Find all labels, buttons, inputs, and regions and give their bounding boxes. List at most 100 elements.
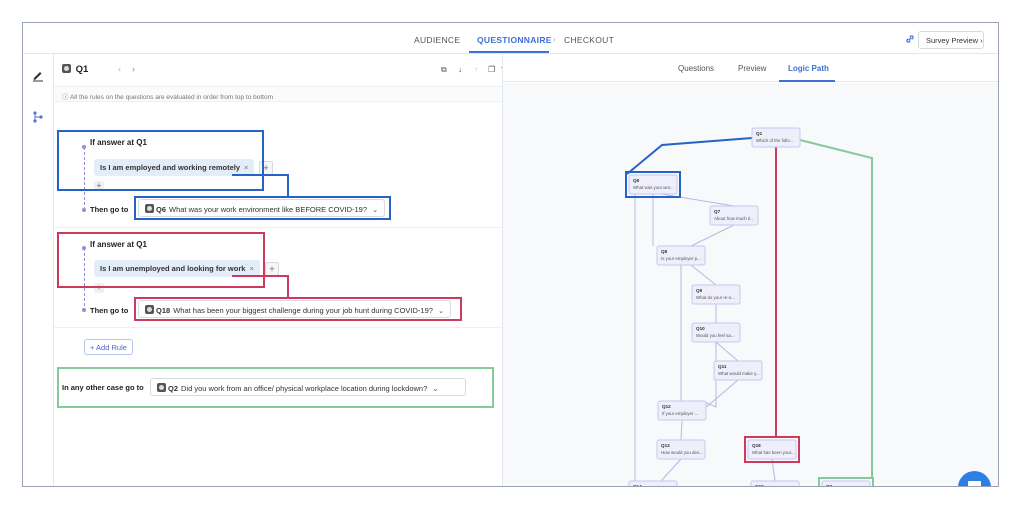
graph-node-box	[656, 245, 706, 266]
graph-edge	[690, 264, 717, 286]
rule-connector-dot	[82, 208, 86, 212]
question-id: Q1	[75, 64, 89, 75]
chevron-right-icon: ›	[980, 36, 983, 45]
highlight-connector	[232, 174, 289, 196]
graph-edge	[703, 379, 739, 410]
graph-node-id: Q11	[718, 364, 727, 369]
tab-audience[interactable]: AUDIENCE	[414, 35, 461, 45]
duplicate-icon[interactable]: ❐	[488, 65, 496, 74]
tab-separator: ›	[455, 35, 458, 44]
add-answer-button[interactable]: +	[259, 161, 273, 175]
graph-node-text: What would make y...	[718, 371, 760, 376]
node-highlight-box	[625, 171, 681, 198]
then-go-to-label: Then go to	[90, 306, 129, 315]
question-badge-icon	[145, 305, 154, 314]
highlight-connector	[232, 275, 289, 297]
graph-node[interactable]: Q8 Is your employer p...	[656, 245, 706, 266]
tab-questions[interactable]: Questions	[678, 64, 715, 73]
rules-panel: Q1 ‹ › ⧉ ↓ ↑ ❐ ⓘ All the rules on the qu…	[54, 54, 513, 486]
node-highlight-box	[744, 436, 800, 463]
add-answer-button[interactable]: +	[265, 262, 279, 276]
survey-preview-button[interactable]: Survey Preview ›	[918, 31, 984, 49]
move-down-icon[interactable]: ↓	[458, 65, 462, 74]
answer-chip[interactable]: Is I am unemployed and looking for work×	[94, 260, 260, 277]
link-icon[interactable]	[905, 34, 915, 44]
edit-icon[interactable]	[31, 68, 45, 82]
graph-node-box	[657, 400, 707, 421]
copy-icon[interactable]: ⧉	[441, 65, 447, 74]
graph-node-text: Would you feel sa...	[696, 333, 734, 338]
rule-connector-dot	[82, 308, 86, 312]
chevron-down-icon: ⌄	[432, 384, 439, 393]
add-condition-button[interactable]: +	[94, 283, 104, 293]
graph-node-id: Q6	[633, 178, 640, 183]
target-question-text: What has been your biggest challenge dur…	[173, 306, 433, 315]
move-up-icon[interactable]: ↑	[474, 65, 478, 74]
graph-edge	[715, 341, 739, 362]
tab-preview[interactable]: Preview	[738, 64, 767, 73]
logic-branch-icon[interactable]	[31, 110, 45, 124]
tab-questionnaire[interactable]: QUESTIONNAIRE	[477, 35, 552, 45]
graph-node-id: Q7	[714, 209, 721, 214]
graph-node-box	[691, 322, 741, 343]
add-condition-button[interactable]: +	[94, 181, 104, 191]
graph-node[interactable]: Q14Where do you compl...	[628, 480, 678, 487]
graph-edge	[660, 458, 682, 482]
graph-node-id: Q8	[661, 249, 668, 254]
graph-node-id: Q12	[662, 404, 671, 409]
graph-node-id: Q14	[633, 484, 642, 487]
graph-node[interactable]: Q19What type of work...	[750, 480, 800, 487]
answer-chip[interactable]: Is I am employed and working remotely×	[94, 159, 255, 176]
add-rule-button[interactable]: + Add Rule	[84, 339, 133, 355]
graph-node-box	[691, 284, 741, 305]
graph-node-id: Q2	[826, 484, 833, 487]
rule-if-label: If answer at Q1	[90, 138, 147, 147]
remove-chip-icon[interactable]: ×	[249, 264, 254, 273]
logic-tabs: Questions Preview Logic Path	[503, 54, 998, 82]
then-go-to-label: Then go to	[90, 205, 129, 214]
graph-node-id: Q19	[755, 484, 764, 487]
answer-chip-label: Is I am employed and working remotely	[100, 163, 241, 172]
graph-node-box	[747, 439, 797, 460]
question-badge-icon	[157, 383, 166, 392]
graph-node-text: How would you des...	[661, 450, 703, 455]
graph-edge	[799, 139, 873, 478]
next-question-icon[interactable]: ›	[132, 64, 135, 74]
answer-chip-label: Is I am unemployed and looking for work	[100, 264, 246, 273]
chat-button[interactable]	[958, 471, 991, 486]
graph-edge	[660, 193, 735, 207]
remove-chip-icon[interactable]: ×	[244, 163, 249, 172]
rule-if-label: If answer at Q1	[90, 240, 147, 249]
active-tab-indicator	[469, 51, 549, 53]
graph-node-text: About how much ti...	[714, 216, 754, 221]
graph-node-box	[713, 360, 763, 381]
tab-checkout[interactable]: CHECKOUT	[564, 35, 615, 45]
survey-preview-label: Survey Preview	[926, 36, 979, 45]
graph-node-id: Q13	[661, 443, 670, 448]
graph-node-text: Which of the follo...	[756, 138, 793, 143]
graph-node-text: What has been your...	[752, 450, 795, 455]
graph-node-text: Is your employer p...	[661, 256, 701, 261]
other-case-question-text: Did you work from an office/ physical wo…	[181, 384, 428, 393]
graph-node-box	[628, 480, 678, 486]
prev-question-icon[interactable]: ‹	[118, 64, 121, 74]
graph-edge	[690, 224, 735, 247]
graph-node-box	[751, 127, 801, 148]
tab-logic-path[interactable]: Logic Path	[788, 64, 829, 73]
rule-connector-line	[84, 147, 85, 210]
